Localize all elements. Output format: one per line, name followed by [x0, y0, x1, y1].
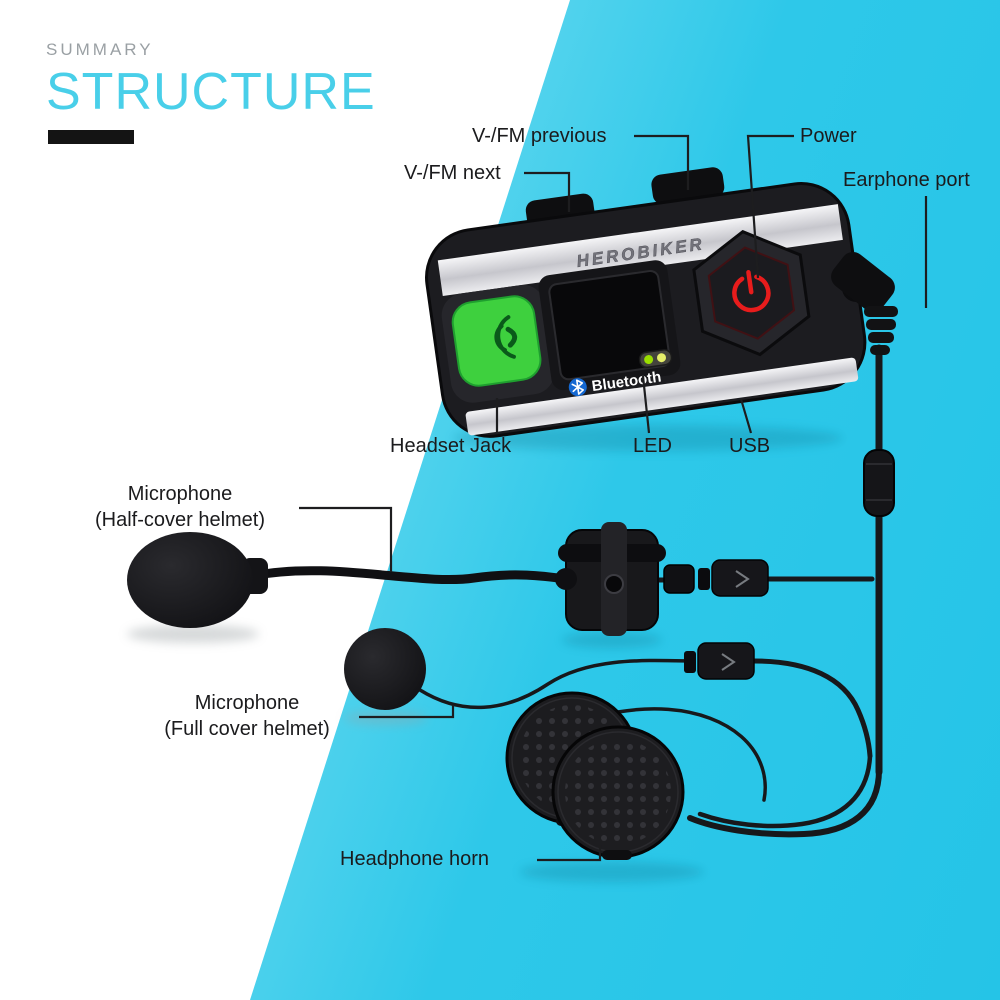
label-earphone-port: Earphone port — [843, 169, 970, 191]
clamp-mount — [555, 522, 666, 636]
summary-eyebrow: SUMMARY — [46, 40, 154, 59]
shadows — [127, 425, 843, 882]
label-microphone-half: Microphone (Half-cover helmet) — [63, 481, 297, 533]
title-underline — [48, 130, 134, 144]
boom-mic-foam — [127, 532, 253, 628]
talk-icon — [494, 315, 518, 359]
label-power: Power — [800, 125, 857, 147]
connector-c-collar — [684, 651, 696, 673]
boom-arm — [247, 566, 571, 585]
full-mic-foam — [344, 628, 426, 710]
clamp-screw — [604, 574, 624, 594]
header: SUMMARY STRUCTURE — [46, 40, 376, 144]
label-microphone-full: Microphone (Full cover helmet) — [130, 690, 364, 742]
vfm-next-line — [524, 171, 571, 212]
page-title: STRUCTURE — [46, 63, 376, 121]
power-icon — [732, 270, 771, 313]
microphone-half-line — [299, 506, 393, 572]
boom-microphone — [127, 532, 571, 628]
connector-c-body — [697, 642, 755, 680]
connector-b-arrow — [735, 570, 750, 588]
label-vfm-previous: V-/FM previous — [472, 125, 607, 147]
connector-b-collar — [698, 568, 710, 590]
intercom-device: HEROBIKER — [425, 167, 867, 438]
label-headset-jack: Headset Jack — [390, 435, 512, 457]
label-microphone-half-line1: Microphone — [127, 483, 233, 505]
connector-c-arrow — [721, 653, 736, 671]
label-vfm-next: V-/FM next — [404, 162, 501, 184]
led-line — [641, 375, 651, 434]
boom-socket — [555, 568, 577, 590]
brand-band — [437, 204, 843, 297]
cable-loop-outer — [687, 767, 882, 838]
power-button — [692, 229, 811, 357]
connector-c-cable — [751, 658, 873, 759]
label-led: LED — [633, 435, 672, 457]
connector-b-body — [711, 559, 769, 597]
usb-line — [739, 398, 753, 434]
cable-loop-inner — [697, 753, 873, 829]
speaker-lower — [551, 725, 685, 860]
headphone-horn-line — [537, 845, 602, 862]
ferrite-bead — [863, 449, 895, 517]
vfm-previous-line — [634, 134, 690, 190]
full-cover-microphone — [344, 628, 426, 710]
label-microphone-full-line2: (Full cover helmet) — [164, 718, 330, 740]
microphone-full-line — [359, 705, 455, 719]
screen — [548, 269, 671, 381]
earphone-plug — [831, 251, 898, 355]
leader-lines — [299, 134, 928, 862]
connectors — [663, 559, 769, 680]
connector-small — [663, 564, 695, 594]
full-mic-wire — [418, 658, 690, 710]
led-indicator — [638, 349, 673, 369]
bottom-silver-strip — [465, 357, 859, 436]
label-microphone-half-line2: (Half-cover helmet) — [94, 509, 266, 531]
label-microphone-full-line1: Microphone — [194, 692, 300, 714]
speaker-cable — [616, 707, 767, 802]
label-usb: USB — [729, 435, 771, 457]
power-line — [746, 134, 794, 279]
headphone-speakers — [505, 691, 685, 860]
label-headphone-horn: Headphone horn — [340, 848, 490, 870]
cables — [418, 344, 883, 838]
